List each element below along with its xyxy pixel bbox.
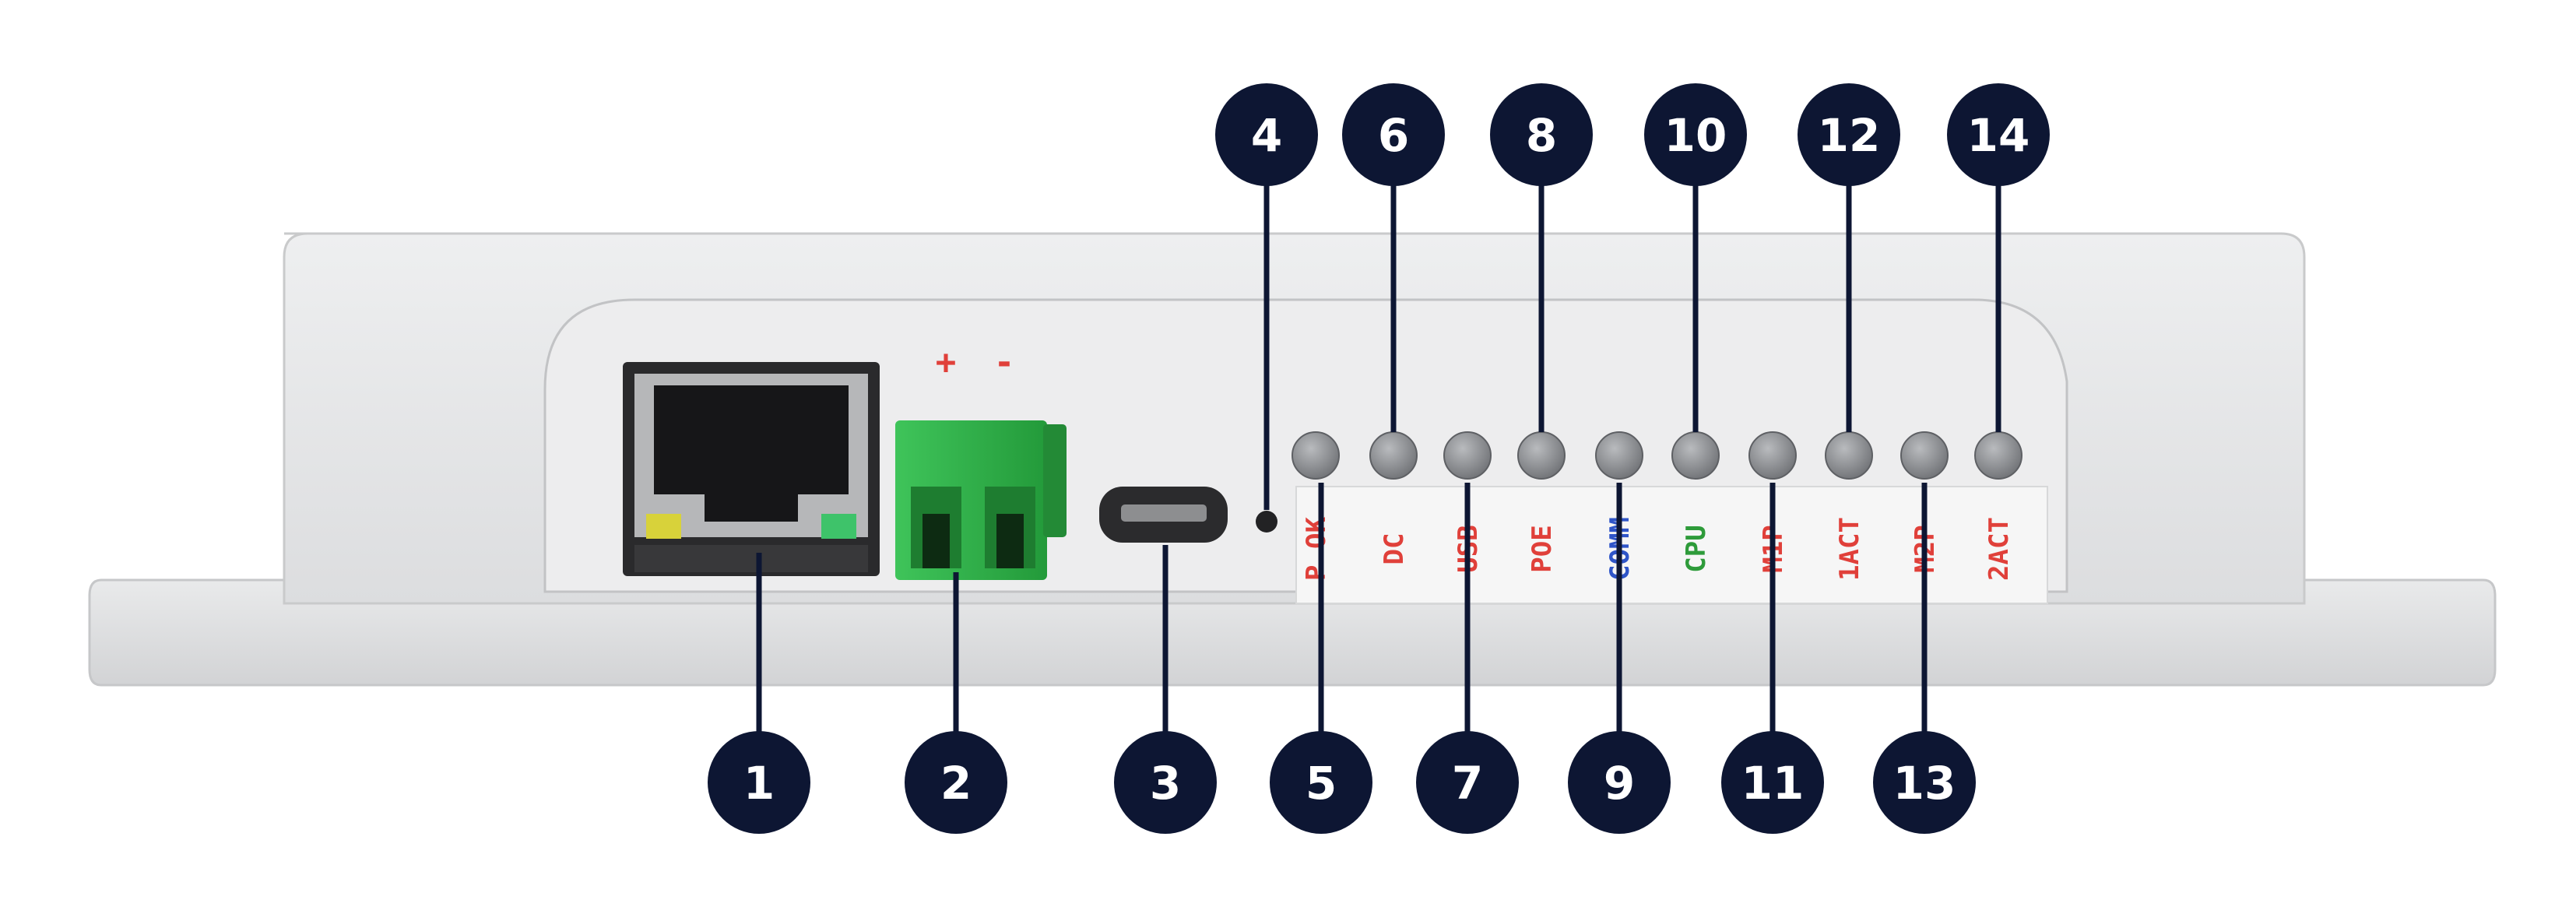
callout-number-14: 14 bbox=[1967, 109, 2030, 162]
callout-number-11: 11 bbox=[1741, 757, 1805, 810]
status-led-3 bbox=[1443, 431, 1492, 480]
ethernet-port bbox=[623, 362, 880, 576]
callout-circle-13 bbox=[1873, 731, 1976, 834]
callout-circle-11 bbox=[1721, 731, 1824, 834]
led-row bbox=[1292, 431, 2022, 480]
callout-number-5: 5 bbox=[1306, 757, 1337, 810]
callout-circle-10 bbox=[1644, 83, 1747, 186]
callout-circle-12 bbox=[1798, 83, 1900, 186]
callout-number-6: 6 bbox=[1378, 109, 1409, 162]
power-terminal-block: + - bbox=[895, 343, 1067, 580]
callout-number-12: 12 bbox=[1818, 109, 1881, 162]
callout-number-13: 13 bbox=[1893, 757, 1956, 810]
callout-circle-1 bbox=[708, 731, 810, 834]
status-led-2 bbox=[1369, 431, 1418, 480]
status-led-5 bbox=[1595, 431, 1643, 480]
ethernet-led-yellow-icon bbox=[646, 514, 681, 539]
led-label-2: DC bbox=[1379, 533, 1410, 565]
enclosure-base-flange bbox=[88, 578, 2497, 687]
callout-circle-6 bbox=[1342, 83, 1445, 186]
polarity-minus-label: - bbox=[994, 343, 1015, 382]
led-label-8: 1ACT bbox=[1834, 517, 1865, 581]
callout-circle-8 bbox=[1490, 83, 1593, 186]
callout-circle-2 bbox=[905, 731, 1007, 834]
led-label-1: P OK bbox=[1301, 517, 1332, 581]
status-led-7 bbox=[1748, 431, 1797, 480]
callout-circle-5 bbox=[1270, 731, 1372, 834]
callout-number-7: 7 bbox=[1452, 757, 1483, 810]
callout-circle-4 bbox=[1215, 83, 1318, 186]
callout-circle-7 bbox=[1416, 731, 1519, 834]
callout-number-3: 3 bbox=[1150, 757, 1181, 810]
callout-number-10: 10 bbox=[1664, 109, 1727, 162]
led-label-10: 2ACT bbox=[1984, 517, 2015, 581]
led-label-4: POE bbox=[1527, 525, 1558, 572]
micro-usb-port bbox=[1099, 487, 1228, 543]
callout-number-2: 2 bbox=[940, 757, 972, 810]
led-label-6: CPU bbox=[1681, 525, 1712, 572]
callout-number-1: 1 bbox=[743, 757, 775, 810]
status-led-6 bbox=[1671, 431, 1720, 480]
callout-circle-3 bbox=[1114, 731, 1217, 834]
status-led-4 bbox=[1517, 431, 1566, 480]
callout-number-4: 4 bbox=[1251, 109, 1282, 162]
callout-number-8: 8 bbox=[1526, 109, 1557, 162]
status-led-1 bbox=[1292, 431, 1340, 480]
callout-circle-9 bbox=[1568, 731, 1671, 834]
status-led-9 bbox=[1900, 431, 1949, 480]
status-led-10 bbox=[1974, 431, 2022, 480]
ethernet-led-green-icon bbox=[821, 514, 856, 539]
polarity-plus-label: + bbox=[936, 343, 957, 382]
status-led-8 bbox=[1825, 431, 1873, 480]
callout-number-9: 9 bbox=[1604, 757, 1635, 810]
reset-button-hole bbox=[1256, 511, 1277, 533]
callout-circle-14 bbox=[1947, 83, 2050, 186]
